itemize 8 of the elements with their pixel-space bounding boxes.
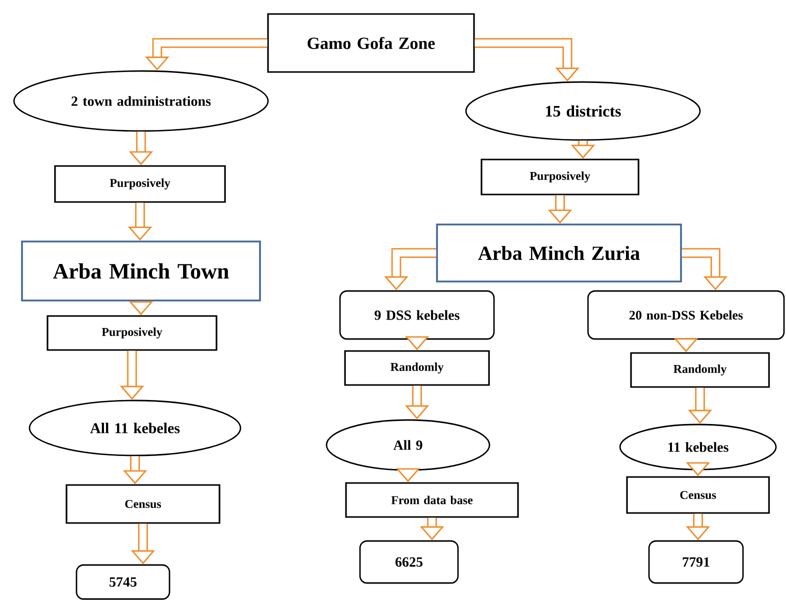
sample-box: 6625 — [359, 540, 459, 584]
sample-box: 5745 — [76, 564, 170, 600]
site-box: Arba Minch Town — [21, 240, 261, 302]
zone-box: Gamo Gofa Zone — [267, 13, 475, 73]
site-box: Arba Minch Zuria — [436, 224, 682, 282]
sample-box: 7791 — [648, 540, 744, 584]
group-box: 20 non-DSS Kebeles — [587, 290, 785, 340]
group-box: 9 DSS kebeles — [339, 290, 495, 340]
